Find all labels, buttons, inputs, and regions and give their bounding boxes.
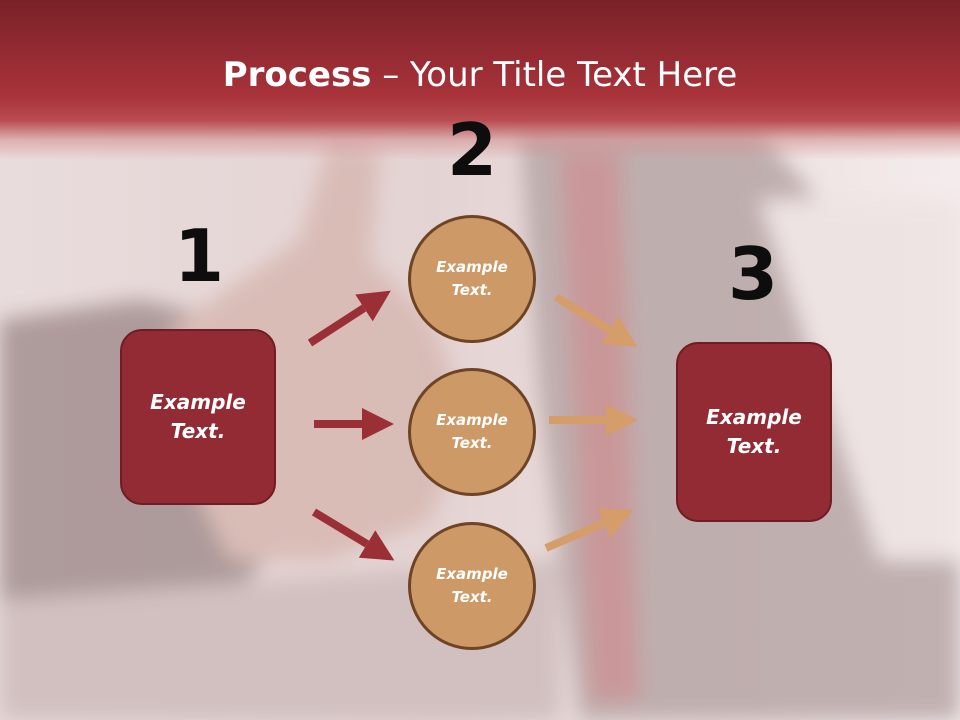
title-rest: – Your Title Text Here	[371, 55, 738, 95]
right-process-box: Example Text.	[676, 342, 832, 522]
title-banner	[0, 0, 960, 160]
circle-top-text: Example Text.	[436, 258, 508, 299]
arrow-bottom-to-right	[544, 508, 634, 552]
step-number-2: 2	[446, 108, 498, 192]
step-number-1: 1	[173, 214, 225, 298]
left-box-text: Example Text.	[150, 390, 246, 443]
circle-middle: Example Text.	[408, 368, 536, 496]
circle-bottom-text: Example Text.	[436, 565, 508, 606]
arrow-left-to-bottom	[311, 508, 395, 561]
circle-middle-text: Example Text.	[436, 411, 508, 452]
circle-top: Example Text.	[408, 215, 536, 343]
right-box-text: Example Text.	[706, 405, 802, 458]
left-process-box: Example Text.	[120, 329, 276, 505]
slide-title: Process – Your Title Text Here	[0, 52, 960, 98]
title-bold: Process	[222, 55, 372, 95]
circle-bottom: Example Text.	[408, 522, 536, 650]
step-number-3: 3	[727, 232, 779, 316]
arrow-left-to-top	[307, 290, 391, 347]
arrow-top-to-right	[553, 293, 638, 347]
